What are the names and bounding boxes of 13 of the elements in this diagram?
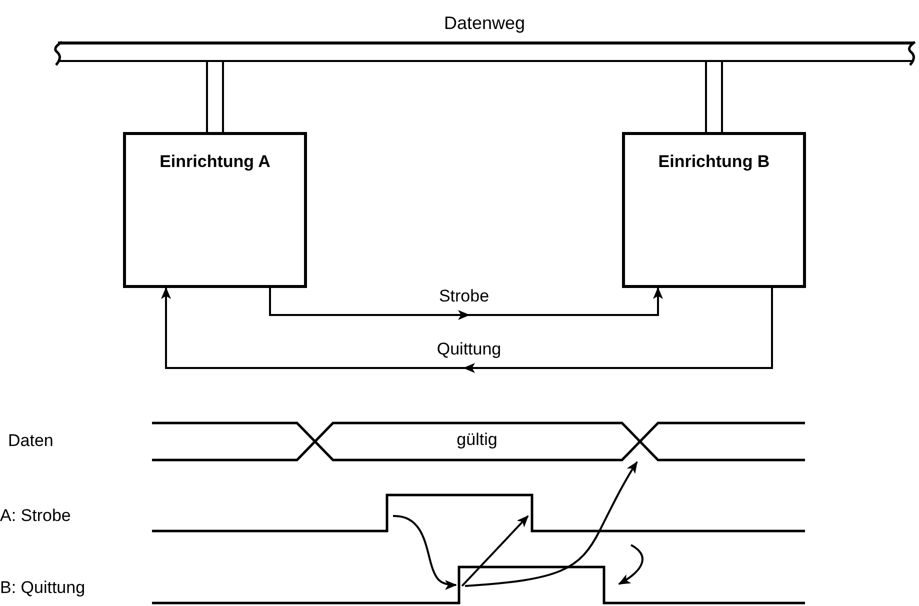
- connector-line: [269, 287, 663, 316]
- edge-label: Quittung: [436, 340, 502, 358]
- connector-line: [161, 287, 773, 369]
- connector-line: [705, 60, 723, 133]
- device-box: Einrichtung A: [123, 132, 307, 288]
- edge-label: Strobe: [438, 288, 490, 304]
- signal-label: B: Quittung: [0, 579, 86, 596]
- signal-label: Daten: [8, 432, 54, 449]
- signal-label: A: Strobe: [0, 507, 71, 524]
- bus-band: Datenweg: [50, 6, 919, 68]
- device-box: Einrichtung B: [622, 132, 806, 288]
- signal-label: gültig: [456, 431, 498, 448]
- connector-line: [206, 60, 224, 133]
